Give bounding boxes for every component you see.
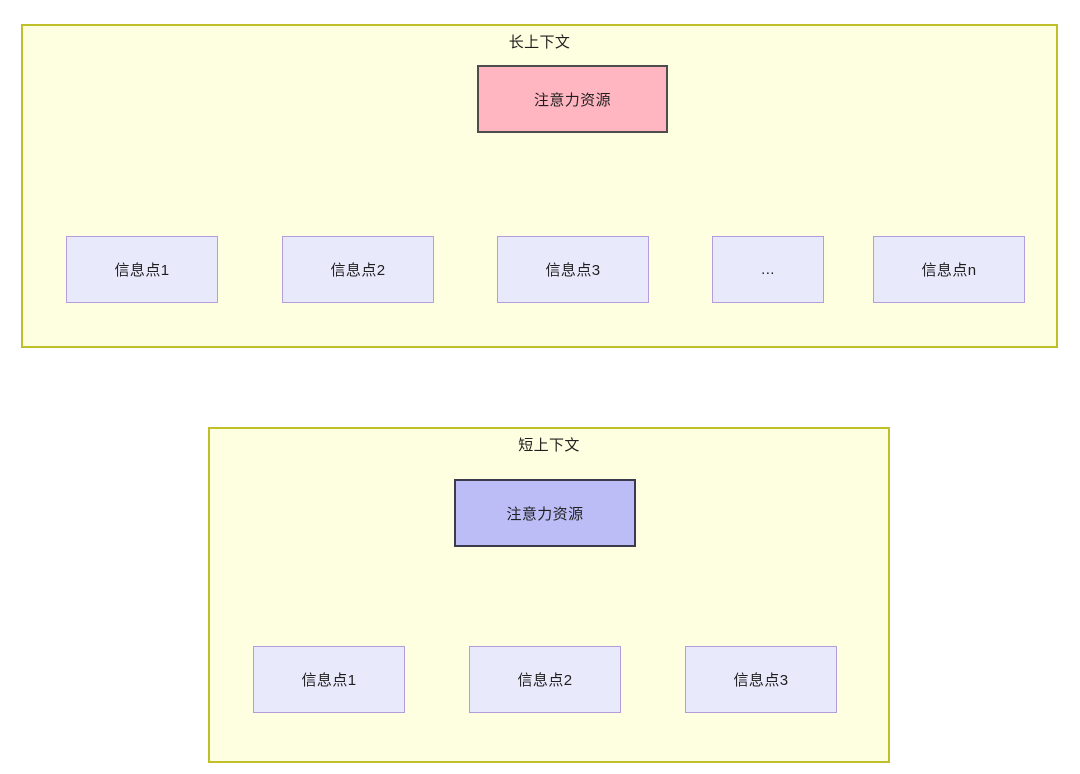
node-short-context-leaf-1[interactable]: 信息点1 <box>253 646 405 713</box>
node-long-context-leaf-1[interactable]: 信息点1 <box>66 236 218 303</box>
node-long-context-root[interactable]: 注意力资源 <box>477 65 668 133</box>
node-label: 注意力资源 <box>533 91 611 109</box>
node-short-context-leaf-2[interactable]: 信息点2 <box>469 646 621 713</box>
node-label: 信息点n <box>921 262 977 279</box>
node-long-context-leaf-2[interactable]: 信息点2 <box>282 236 434 303</box>
node-long-context-leaf-3[interactable]: 信息点3 <box>497 236 649 303</box>
node-short-context-root[interactable]: 注意力资源 <box>454 479 636 547</box>
node-long-context-leaf-n[interactable]: 信息点n <box>873 236 1025 303</box>
node-label: 信息点1 <box>114 262 170 279</box>
group-title-short-context: 短上下文 <box>518 437 580 454</box>
node-label: ... <box>761 261 775 278</box>
node-short-context-leaf-3[interactable]: 信息点3 <box>685 646 837 713</box>
node-label: 信息点3 <box>545 262 601 279</box>
node-long-context-leaf-ellipsis[interactable]: ... <box>712 236 824 303</box>
node-label: 信息点3 <box>733 672 789 689</box>
node-label: 信息点2 <box>330 262 386 279</box>
node-label: 注意力资源 <box>506 505 584 523</box>
node-label: 信息点1 <box>301 672 357 689</box>
node-label: 信息点2 <box>517 672 573 689</box>
group-title-long-context: 长上下文 <box>508 34 571 51</box>
